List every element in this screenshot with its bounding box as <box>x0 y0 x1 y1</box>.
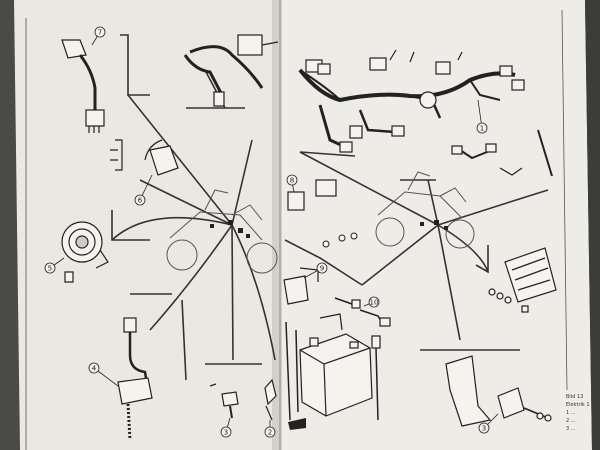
motorcycle-outline-right <box>375 171 475 249</box>
left-leader-lines <box>111 94 276 361</box>
right-connector-dots <box>420 220 448 230</box>
part-screws <box>322 232 358 248</box>
part-fuse-lead <box>371 335 381 421</box>
part-clip <box>264 378 277 421</box>
callout-3-label: 3 <box>224 429 228 437</box>
left-page <box>14 0 280 450</box>
part-horn <box>61 221 109 283</box>
part-cable-tie <box>537 129 553 177</box>
part-relay-8 <box>287 179 337 211</box>
callout-r10-label: 10 <box>370 299 379 307</box>
callout-4-label: 4 <box>92 365 97 373</box>
left-connector-dots <box>210 220 250 238</box>
caption-line-1: Elektrik 1 <box>566 402 590 408</box>
callout-7-label: 7 <box>98 29 102 37</box>
caption-line-2: 1 ... <box>566 410 576 416</box>
callout-4: 4 <box>88 362 119 387</box>
part-battery <box>285 313 373 421</box>
right-frame-line <box>561 9 568 391</box>
right-leader-lines <box>299 151 549 341</box>
part-label-tag <box>288 418 306 430</box>
right-callouts: 1 8 9 10 3 <box>286 99 499 434</box>
callout-6: 6 <box>134 174 153 206</box>
callout-r9: 9 <box>303 262 328 279</box>
part-ignition-coil <box>183 34 279 107</box>
callout-2: 2 <box>264 420 276 438</box>
left-bracket-lines <box>111 34 262 381</box>
part-switch-top-left <box>61 39 105 133</box>
left-callouts: 7 5 6 4 3 2 <box>44 26 276 438</box>
part-connector-wire <box>451 143 523 176</box>
figure-caption: Bild 13 Elektrik 1 1 ... 2 ... 3 ... <box>566 394 590 432</box>
caption-line-0: Bild 13 <box>566 394 583 400</box>
part-rectifier-bracket <box>445 355 552 427</box>
caption-line-4: 3 ... <box>566 426 576 432</box>
motorcycle-outline-left <box>166 189 278 274</box>
callout-r8-label: 8 <box>290 177 294 185</box>
callout-7: 7 <box>91 26 106 46</box>
callout-r3-label: 3 <box>482 425 486 433</box>
callout-r10: 10 <box>363 296 380 308</box>
caption-line-3: 2 ... <box>566 418 576 424</box>
callout-r9-label: 9 <box>320 265 324 273</box>
callout-2-label: 2 <box>268 429 272 437</box>
part-bolt <box>209 383 239 419</box>
callout-r1-label: 1 <box>480 125 484 133</box>
callout-r1: 1 <box>476 99 488 134</box>
callout-3: 3 <box>220 417 232 438</box>
part-wiring-harness <box>298 49 525 153</box>
right-bracket-lines <box>284 151 520 351</box>
callout-5-label: 5 <box>48 265 52 273</box>
part-cdi-unit <box>488 247 557 313</box>
callout-6-label: 6 <box>138 197 143 205</box>
callout-r3: 3 <box>478 413 499 434</box>
part-sensor <box>117 317 153 441</box>
page-edge-shadow <box>585 0 600 450</box>
callout-5: 5 <box>44 257 65 274</box>
part-starter-relay <box>283 267 391 327</box>
callout-r8: 8 <box>286 174 298 193</box>
part-relay-bracket <box>110 139 179 176</box>
